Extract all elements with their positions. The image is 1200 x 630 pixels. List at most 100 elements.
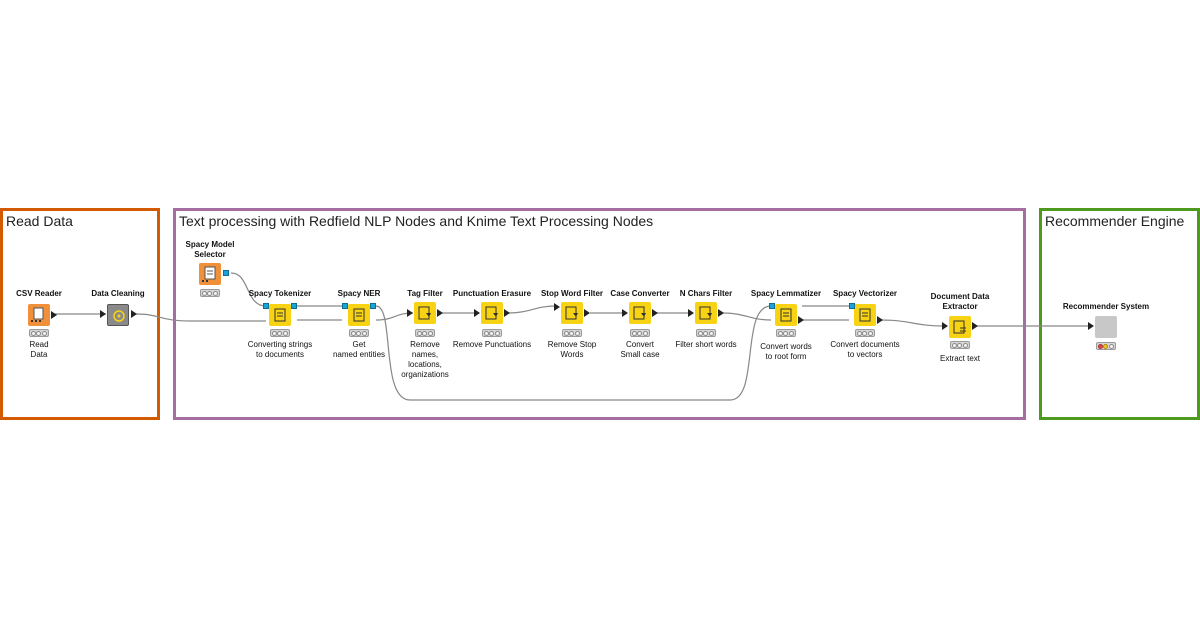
model-input-port[interactable] bbox=[769, 303, 775, 309]
status-indicator bbox=[776, 329, 796, 337]
node-description: Remove names, locations, organizations bbox=[401, 340, 449, 379]
component-icon[interactable] bbox=[1095, 316, 1117, 338]
node-spacy-vectorizer[interactable]: Spacy Vectorizer Convert documents to ve… bbox=[805, 288, 925, 368]
node-spacy-ner[interactable]: Spacy NER Get named entities bbox=[299, 288, 419, 368]
output-port[interactable] bbox=[131, 310, 137, 318]
node-title: Spacy Tokenizer bbox=[248, 289, 312, 298]
connection-punct-to-stopword bbox=[507, 305, 557, 314]
input-port[interactable] bbox=[622, 309, 628, 317]
node-title: Stop Word Filter bbox=[540, 289, 604, 298]
text-processing-icon[interactable] bbox=[414, 302, 436, 324]
model-output-port[interactable] bbox=[223, 270, 229, 276]
annotation-recommender-engine[interactable]: Recommender Engine bbox=[1039, 208, 1200, 420]
node-title: Spacy Model Selector bbox=[185, 240, 235, 259]
node-recommender-system[interactable]: Recommender System bbox=[1046, 301, 1166, 351]
node-spacy-tokenizer[interactable]: Spacy Tokenizer Converting strings to do… bbox=[220, 288, 340, 368]
node-description: Read Data bbox=[29, 340, 49, 359]
annotation-text-processing[interactable]: Text processing with Redfield NLP Nodes … bbox=[173, 208, 1026, 420]
output-port[interactable] bbox=[584, 309, 590, 317]
node-spacy-lemmatizer[interactable]: Spacy Lemmatizer Convert words to root f… bbox=[726, 288, 846, 368]
output-port[interactable] bbox=[718, 309, 724, 317]
status-indicator bbox=[950, 341, 970, 349]
status-indicator bbox=[415, 329, 435, 337]
model-output-port[interactable] bbox=[291, 303, 297, 309]
node-n-chars-filter[interactable]: N Chars Filter Filter short words bbox=[646, 288, 766, 358]
annotation-title: Recommender Engine bbox=[1045, 213, 1185, 229]
annotation-read-data[interactable]: Read Data bbox=[0, 208, 160, 420]
node-data-cleaning[interactable]: Data Cleaning bbox=[58, 288, 178, 328]
input-port[interactable] bbox=[554, 303, 560, 311]
model-input-port[interactable] bbox=[849, 303, 855, 309]
text-processing-icon[interactable] bbox=[481, 302, 503, 324]
node-case-converter[interactable]: Case Converter Convert Small case bbox=[580, 288, 700, 368]
status-indicator bbox=[562, 329, 582, 337]
model-input-port[interactable] bbox=[263, 303, 269, 309]
node-title: Spacy NER bbox=[337, 289, 381, 298]
node-title: Tag Filter bbox=[407, 289, 443, 298]
status-indicator bbox=[270, 329, 290, 337]
file-reader-icon[interactable] bbox=[28, 304, 50, 326]
output-port[interactable] bbox=[972, 322, 978, 330]
output-port[interactable] bbox=[51, 311, 57, 319]
text-processing-icon[interactable] bbox=[629, 302, 651, 324]
status-indicator bbox=[855, 329, 875, 337]
node-tag-filter[interactable]: Tag Filter Remove names, locations, orga… bbox=[365, 288, 485, 388]
status-indicator bbox=[29, 329, 49, 337]
status-indicator bbox=[200, 289, 220, 297]
node-description: Convert documents to vectors bbox=[830, 340, 900, 359]
annotation-title: Text processing with Redfield NLP Nodes … bbox=[179, 213, 654, 229]
node-stop-word-filter[interactable]: Stop Word Filter Remove Stop Words bbox=[512, 288, 632, 368]
text-processing-icon[interactable] bbox=[854, 304, 876, 326]
connection-vectorizer-to-extractor bbox=[880, 319, 945, 327]
text-processing-icon[interactable] bbox=[561, 302, 583, 324]
node-title: Case Converter bbox=[610, 289, 670, 298]
input-port[interactable] bbox=[407, 309, 413, 317]
node-punctuation-erasure[interactable]: Punctuation Erasure Remove Punctuations bbox=[432, 288, 552, 358]
node-document-data-extractor[interactable]: Document Data Extractor Extract text bbox=[900, 292, 1020, 372]
error-light bbox=[1098, 343, 1104, 349]
status-indicator bbox=[482, 329, 502, 337]
input-port[interactable] bbox=[942, 322, 948, 330]
text-processing-icon[interactable] bbox=[949, 316, 971, 338]
model-selector-icon[interactable] bbox=[199, 263, 221, 285]
output-port[interactable] bbox=[437, 309, 443, 317]
connection-nchars-to-lemmatizer bbox=[722, 312, 772, 321]
node-title: Data Cleaning bbox=[91, 289, 145, 298]
status-indicator bbox=[630, 329, 650, 337]
status-indicator bbox=[1096, 342, 1116, 350]
node-title: Spacy Vectorizer bbox=[832, 289, 898, 298]
status-indicator bbox=[696, 329, 716, 337]
text-processing-icon[interactable] bbox=[269, 304, 291, 326]
model-input-port[interactable] bbox=[342, 303, 348, 309]
text-processing-icon[interactable] bbox=[348, 304, 370, 326]
input-port[interactable] bbox=[474, 309, 480, 317]
optional-input-port[interactable] bbox=[557, 316, 563, 324]
node-description: Filter short words bbox=[675, 340, 737, 349]
output-port[interactable] bbox=[652, 309, 658, 317]
connection-selector-to-tokenizer bbox=[230, 272, 267, 307]
model-output-port[interactable] bbox=[370, 303, 376, 309]
node-title: CSV Reader bbox=[16, 289, 62, 298]
text-processing-icon[interactable] bbox=[775, 304, 797, 326]
input-port[interactable] bbox=[688, 309, 694, 317]
node-title: N Chars Filter bbox=[679, 289, 733, 298]
output-port[interactable] bbox=[798, 316, 804, 324]
output-port[interactable] bbox=[877, 316, 883, 324]
node-title: Spacy Lemmatizer bbox=[750, 289, 822, 298]
text-processing-icon[interactable] bbox=[695, 302, 717, 324]
connection-ner-to-lemmatizer bbox=[375, 305, 772, 401]
input-port[interactable] bbox=[1088, 322, 1094, 330]
warning-light bbox=[1103, 343, 1109, 349]
node-title: Document Data Extractor bbox=[930, 292, 990, 311]
annotation-title: Read Data bbox=[6, 213, 73, 229]
node-title: Punctuation Erasure bbox=[452, 289, 532, 298]
output-port[interactable] bbox=[504, 309, 510, 317]
node-csv-reader[interactable]: CSV Reader Read Data bbox=[0, 288, 99, 368]
node-description: Convert Small case bbox=[620, 340, 660, 359]
node-spacy-model-selector[interactable]: Spacy Model Selector bbox=[150, 239, 270, 299]
node-description: Remove Stop Words bbox=[547, 340, 597, 359]
node-description: Convert words to root form bbox=[760, 342, 812, 361]
metanode-icon[interactable] bbox=[107, 304, 129, 326]
input-port[interactable] bbox=[100, 310, 106, 318]
